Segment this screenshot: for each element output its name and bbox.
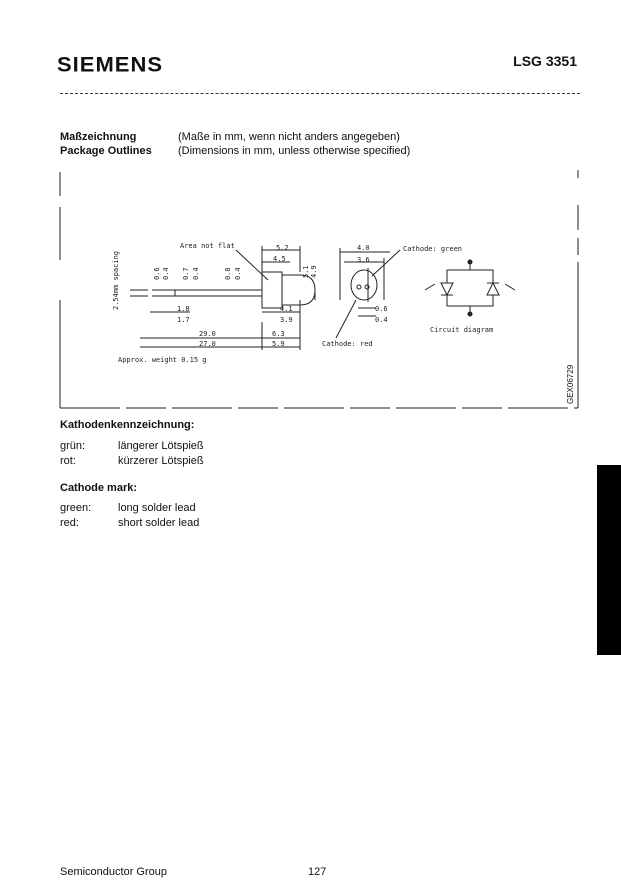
dim-4-5: 4.5 (273, 255, 286, 263)
brand-logo: SIEMENS (57, 52, 164, 77)
dim-1-8: 1.8 (177, 305, 190, 313)
dim-0-4b: 0.4 (192, 267, 200, 280)
dim-0-8: 0.8 (224, 267, 232, 280)
part-number: LSG 3351 (513, 53, 577, 69)
side-thumb-tab (597, 465, 621, 655)
dim-0-4d: 0.4 (375, 316, 388, 324)
cathode-red-label: Cathode: red (322, 340, 373, 348)
title-de-text: (Maße in mm, wenn nicht anders angegeben… (178, 131, 400, 143)
dim-5-9: 5.9 (272, 340, 285, 348)
dim-0-7: 0.7 (182, 267, 190, 280)
cathode-de-key-1: rot: (60, 455, 76, 467)
package-outline-drawing: Area not flat 5.2 4.5 5.1 4.9 4.0 3.6 Ca… (59, 170, 579, 409)
cathode-en-key-0: green: (60, 502, 92, 514)
dim-4-1: 4.1 (280, 305, 293, 313)
title-de-label: Maßzeichnung (60, 131, 137, 143)
dim-29-0: 29.0 (199, 330, 216, 338)
spacing-label: 2.54mm spacing (112, 251, 120, 310)
title-en-text: (Dimensions in mm, unless otherwise spec… (178, 145, 411, 157)
cathode-green-label: Cathode: green (403, 245, 462, 253)
dim-1-7: 1.7 (177, 316, 190, 324)
cathode-en-key-1: red: (60, 517, 79, 529)
dim-5-1: 5.1 (302, 265, 310, 278)
dim-0-4a: 0.4 (162, 267, 170, 280)
header-divider (60, 93, 580, 94)
circuit-diagram-label: Circuit diagram (430, 326, 493, 334)
dim-3-6: 3.6 (357, 256, 370, 264)
weight-label: Approx. weight 0.15 g (118, 356, 207, 364)
drawing-code: GEX06729 (566, 364, 575, 404)
cathode-de-key-0: grün: (60, 440, 86, 452)
title-en-label: Package Outlines (60, 145, 152, 157)
dim-0-6a: 0.6 (153, 267, 161, 280)
dim-27-0: 27.0 (199, 340, 216, 348)
footer-group: Semiconductor Group (60, 866, 167, 878)
cathode-en-title: Cathode mark: (60, 482, 138, 494)
page-number: 127 (308, 866, 327, 878)
dim-5-2: 5.2 (276, 244, 289, 252)
dim-4-0: 4.0 (357, 244, 370, 252)
cathode-en-value-1: short solder lead (118, 517, 200, 529)
cathode-en-value-0: long solder lead (118, 502, 196, 514)
dim-6-3: 6.3 (272, 330, 285, 338)
dim-0-4c: 0.4 (234, 267, 242, 280)
dim-4-9: 4.9 (310, 265, 318, 278)
dim-0-6b: 0.6 (375, 305, 388, 313)
cathode-de-value-0: längerer Lötspieß (118, 440, 204, 452)
cathode-de-value-1: kürzerer Lötspieß (118, 455, 204, 467)
dim-3-9: 3.9 (280, 316, 293, 324)
cathode-de-title: Kathodenkennzeichnung: (60, 419, 195, 431)
area-label: Area not flat (180, 242, 235, 250)
